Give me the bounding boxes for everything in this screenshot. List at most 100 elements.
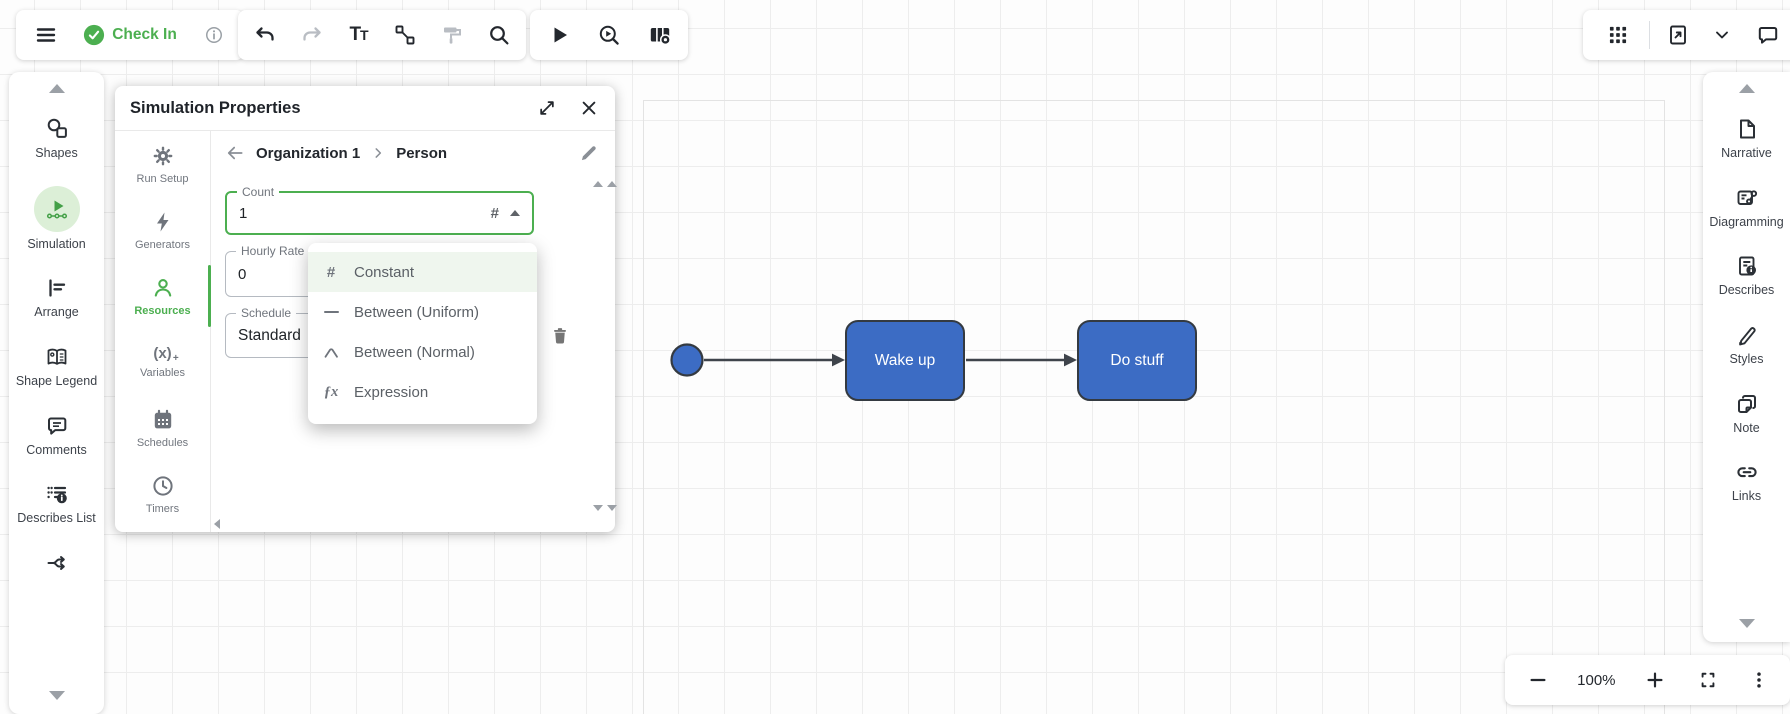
- redo-icon: [303, 27, 321, 41]
- text-tool-button[interactable]: TT: [337, 13, 381, 57]
- tab-generators[interactable]: Generators: [115, 197, 210, 263]
- tab-variables[interactable]: (x)+ Variables: [115, 329, 210, 395]
- panel-tab-rail: Run Setup Generators Resources (x)+ Vari…: [115, 131, 211, 532]
- connector-tool-icon: [395, 25, 415, 45]
- search-button[interactable]: [477, 13, 521, 57]
- process-node-wake-up[interactable]: Wake up: [845, 320, 965, 401]
- variables-icon: (x)+: [153, 345, 179, 364]
- undo-icon: [256, 27, 274, 41]
- comments-icon: [47, 417, 66, 435]
- edit-name-button[interactable]: [579, 143, 599, 163]
- lightning-icon: [156, 212, 168, 231]
- more-options-button[interactable]: [1747, 658, 1771, 702]
- dropdown-item-expression[interactable]: ƒx Expression: [308, 372, 537, 412]
- scroll-down-button[interactable]: [607, 505, 617, 511]
- dropdown-item-constant[interactable]: # Constant: [308, 252, 537, 292]
- sidebar-item-diagramming[interactable]: Diagramming: [1703, 186, 1790, 231]
- count-type-toggle[interactable]: #: [491, 205, 520, 222]
- fit-to-screen-button[interactable]: [1694, 658, 1722, 702]
- breadcrumb-parent[interactable]: Organization 1: [256, 144, 361, 162]
- sidebar-item-links[interactable]: Links: [1703, 460, 1790, 505]
- hamburger-menu-button[interactable]: [24, 13, 68, 57]
- play-magnifier-icon: [599, 25, 619, 45]
- sidebar-item-label: Diagramming: [1709, 214, 1784, 229]
- schedule-field-value[interactable]: Standard: [238, 326, 301, 344]
- dropdown-item-label: Constant: [354, 263, 415, 281]
- scroll-up-button[interactable]: [593, 181, 603, 187]
- sidebar-item-shapes[interactable]: Shapes: [9, 117, 104, 162]
- pencil-icon: [581, 146, 596, 161]
- info-button[interactable]: [192, 13, 236, 57]
- scroll-down-button[interactable]: [593, 505, 603, 511]
- dock-scroll-up-button[interactable]: [1738, 84, 1755, 93]
- count-field-label: Count: [237, 185, 280, 199]
- simulation-settings-button[interactable]: [638, 13, 682, 57]
- hash-icon: #: [490, 204, 499, 222]
- zoom-level[interactable]: 100%: [1577, 671, 1616, 689]
- panel-content: Organization 1 Person Count 1 #: [211, 131, 617, 532]
- normal-curve-icon: [308, 344, 354, 360]
- count-type-dropdown: # Constant Between (Uniform) Between (No…: [308, 243, 537, 424]
- sidebar-item-branch[interactable]: [9, 551, 104, 575]
- paint-roller-icon: [444, 27, 462, 44]
- left-dock: Shapes Simulation Arrange: [9, 72, 104, 714]
- diagramming-icon: [1737, 189, 1757, 205]
- sidebar-item-shape-legend[interactable]: Shape Legend: [9, 345, 104, 390]
- breadcrumb-back-button[interactable]: [225, 143, 245, 163]
- dock-scroll-down-button[interactable]: [1738, 619, 1755, 628]
- toolbar-divider: [1649, 21, 1651, 49]
- apps-grid-button[interactable]: [1596, 13, 1640, 57]
- connector-tool-button[interactable]: [383, 13, 427, 57]
- scroll-up-button[interactable]: [607, 181, 617, 187]
- share-export-button[interactable]: [1659, 13, 1697, 57]
- check-in-button[interactable]: Check In: [83, 24, 177, 46]
- sidebar-item-narrative[interactable]: Narrative: [1703, 117, 1790, 162]
- sidebar-item-describes[interactable]: Describes: [1703, 254, 1790, 299]
- expand-icon: [540, 101, 554, 115]
- comments-button[interactable]: [1746, 13, 1790, 57]
- count-field[interactable]: Count 1 #: [225, 185, 534, 235]
- sidebar-item-arrange[interactable]: Arrange: [9, 276, 104, 321]
- undo-button[interactable]: [243, 13, 287, 57]
- tab-label: Run Setup: [136, 172, 189, 185]
- review-run-button[interactable]: [587, 13, 631, 57]
- tab-schedules[interactable]: Schedules: [115, 395, 210, 461]
- sidebar-item-label: Simulation: [27, 236, 86, 251]
- hourly-rate-field-value[interactable]: 0: [238, 265, 247, 283]
- delete-resource-button[interactable]: [550, 326, 570, 346]
- close-panel-button[interactable]: [579, 98, 599, 118]
- hash-icon: #: [326, 263, 336, 281]
- check-badge-icon: [84, 24, 105, 46]
- sidebar-item-label: Note: [1733, 420, 1760, 435]
- tab-timers[interactable]: Timers: [115, 461, 210, 527]
- scroll-left-button[interactable]: [214, 519, 220, 529]
- export-options-button[interactable]: [1707, 13, 1737, 57]
- process-node-do-stuff[interactable]: Do stuff: [1077, 320, 1197, 401]
- styles-icon: [1738, 327, 1756, 346]
- caret-up-icon: [510, 210, 520, 216]
- sidebar-item-note[interactable]: Note: [1703, 392, 1790, 437]
- run-simulation-button[interactable]: [537, 13, 581, 57]
- dropdown-item-between-normal[interactable]: Between (Normal): [308, 332, 537, 372]
- format-painter-button[interactable]: [430, 13, 474, 57]
- tab-resources[interactable]: Resources: [115, 263, 211, 329]
- redo-button[interactable]: [290, 13, 334, 57]
- sidebar-item-simulation[interactable]: Simulation: [9, 185, 104, 253]
- tab-run-setup[interactable]: Run Setup: [115, 131, 210, 197]
- sidebar-item-comments[interactable]: Comments: [9, 414, 104, 459]
- plus-icon: [1647, 672, 1663, 688]
- expand-panel-button[interactable]: [537, 98, 557, 118]
- minus-icon: [1530, 678, 1546, 682]
- zoom-out-button[interactable]: [1524, 658, 1552, 702]
- dropdown-item-label: Between (Uniform): [354, 303, 480, 321]
- sidebar-item-styles[interactable]: Styles: [1703, 323, 1790, 368]
- sidebar-item-label: Styles: [1729, 351, 1764, 366]
- schedule-field-label: Schedule: [236, 306, 297, 320]
- dock-scroll-down-button[interactable]: [48, 691, 65, 700]
- check-in-label: Check In: [112, 26, 177, 43]
- sidebar-item-describes-list[interactable]: Describes List: [9, 482, 104, 527]
- count-field-value[interactable]: 1: [239, 204, 248, 222]
- dropdown-item-between-uniform[interactable]: Between (Uniform): [308, 292, 537, 332]
- zoom-in-button[interactable]: [1641, 658, 1669, 702]
- dock-scroll-up-button[interactable]: [48, 84, 65, 93]
